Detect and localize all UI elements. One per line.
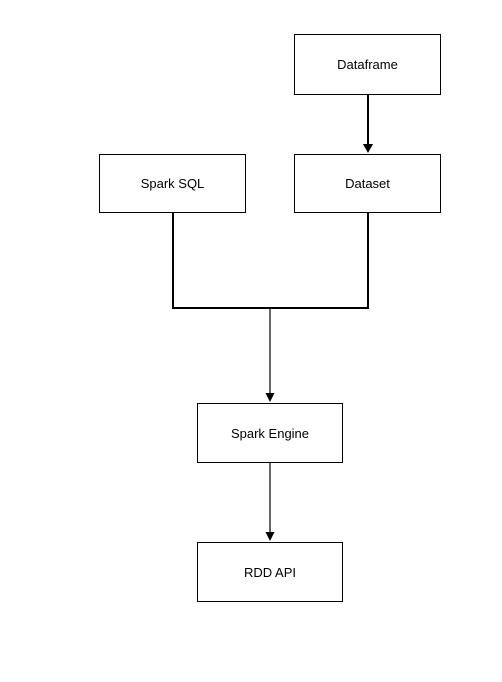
node-spark-engine: Spark Engine	[197, 403, 343, 463]
node-rdd-api: RDD API	[197, 542, 343, 602]
arrowhead-merge-to-engine	[265, 393, 275, 402]
node-dataframe: Dataframe	[294, 34, 441, 95]
node-spark-sql-label: Spark SQL	[140, 176, 205, 191]
arrowhead-engine-to-rdd	[265, 532, 275, 541]
node-spark-engine-label: Spark Engine	[230, 425, 310, 441]
node-dataset: Dataset	[294, 154, 441, 213]
node-rdd-api-label: RDD API	[243, 564, 296, 580]
node-dataset-label: Dataset	[345, 176, 390, 191]
node-spark-sql: Spark SQL	[99, 154, 246, 213]
node-dataframe-label: Dataframe	[337, 57, 398, 72]
arrowhead-dataframe-to-dataset	[363, 144, 373, 153]
